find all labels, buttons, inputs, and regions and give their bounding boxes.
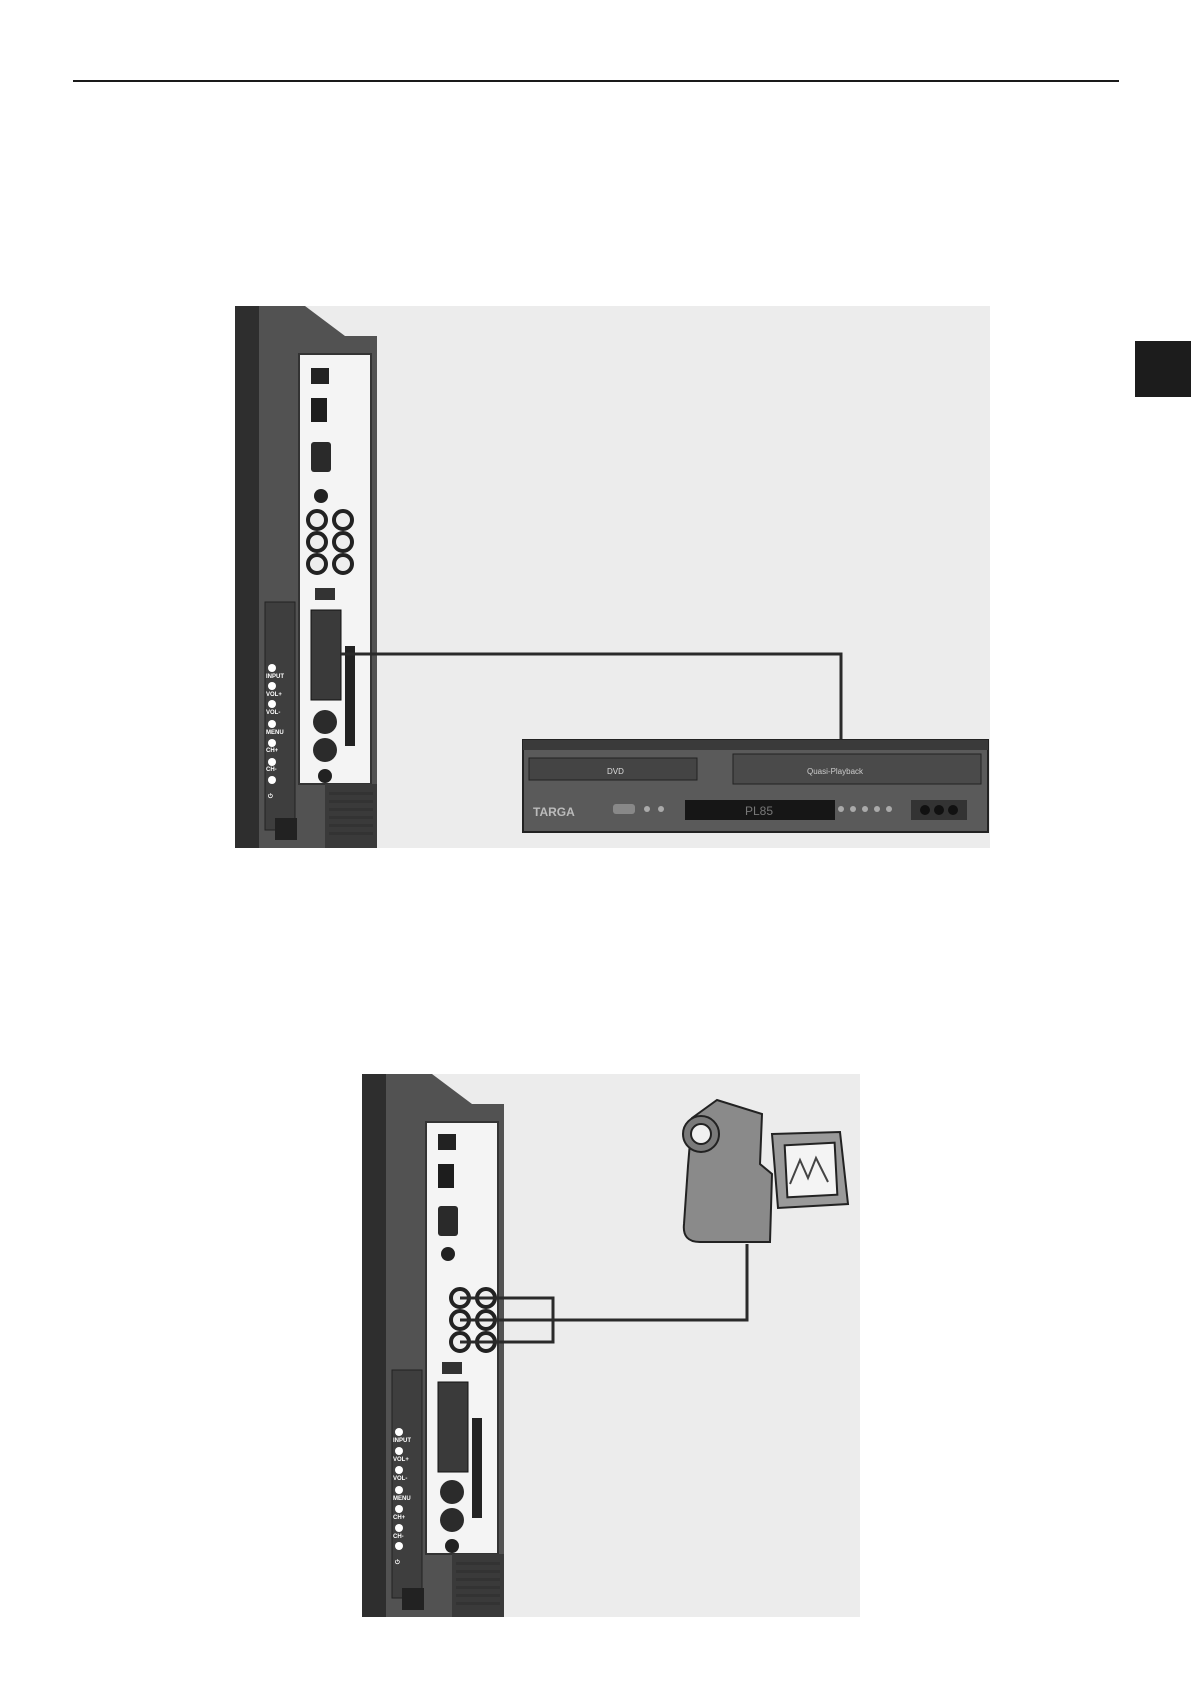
svideo-port-icon [440,1480,464,1504]
audio-jack-icon [441,1247,455,1261]
panel-label-vol-up: VOL+ [266,692,282,698]
panel-label-ch-up: CH+ [393,1515,406,1521]
audio-jack-icon [314,489,328,503]
scart-port-icon [311,610,341,700]
tv-side-panel-icon: INPUT VOL+ VOL- MENU CH+ CH- ⏻ [362,1074,504,1617]
vga-port-icon [311,442,331,472]
card-slot-icon [472,1418,482,1518]
panel-label-power: ⏻ [395,1559,400,1566]
vga-port-icon [438,1206,458,1236]
usb-port-icon [315,588,335,600]
hdmi-port-icon [438,1164,454,1188]
panel-label-vol-up: VOL+ [393,1457,409,1463]
vcr-display-readout: PL85 [745,804,773,818]
section-tab [1135,341,1191,397]
scart-port-icon [438,1382,468,1472]
antenna-port-icon [440,1508,464,1532]
panel-label-menu: MENU [266,730,284,736]
tv-vcr-connection-figure: INPUT VOL+ VOL- MENU CH+ CH- ⏻ DVD [235,306,990,848]
vcr-brand-label: TARGA [533,805,575,819]
hdmi-port-icon [311,398,327,422]
tv-camcorder-connection-figure: INPUT VOL+ VOL- MENU CH+ CH- ⏻ [362,1074,860,1617]
panel-label-menu: MENU [393,1496,411,1502]
usb-port-icon [442,1362,462,1374]
power-jack-icon [438,1134,456,1150]
panel-label-input: INPUT [393,1438,411,1444]
stand-button-icon [402,1588,424,1610]
dvd-vcr-combo-icon: DVD Quasi-Playback TARGA PL85 [523,740,988,832]
headphone-jack-icon [318,769,332,783]
card-slot-icon [345,646,355,746]
panel-label-ch-down: CH- [393,1534,404,1540]
panel-label-ch-down: CH- [266,767,277,773]
panel-label-vol-down: VOL- [393,1476,407,1482]
headphone-jack-icon [445,1539,459,1553]
antenna-port-icon [313,738,337,762]
stand-button-icon [275,818,297,840]
panel-label-vol-down: VOL- [266,710,280,716]
vcr-tape-label: Quasi-Playback [807,767,864,776]
panel-label-input: INPUT [266,674,284,680]
tv-side-panel-icon: INPUT VOL+ VOL- MENU CH+ CH- ⏻ [235,306,377,848]
power-jack-icon [311,368,329,384]
svideo-port-icon [313,710,337,734]
header-rule [73,80,1119,82]
panel-label-ch-up: CH+ [266,748,279,754]
panel-label-power: ⏻ [268,793,273,800]
vcr-dvd-label: DVD [607,767,624,776]
